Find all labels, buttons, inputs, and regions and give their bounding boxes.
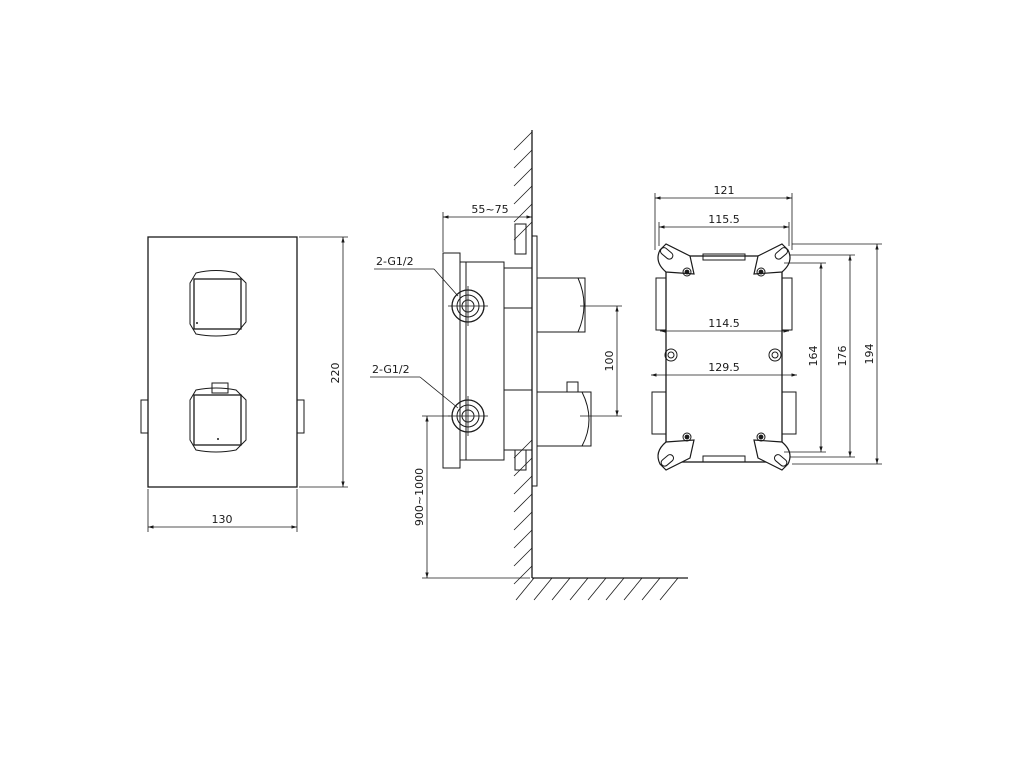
- box-height-164: 164: [784, 262, 826, 453]
- inlet-top: [448, 286, 488, 326]
- faceplate: [147, 236, 298, 488]
- inlet-bottom-label: 2-G1/2: [372, 363, 410, 376]
- box-width-114-5: 114.5: [660, 317, 789, 333]
- inlet-bottom: [448, 396, 488, 436]
- inlet-bottom-callout: 2-G1/2: [370, 363, 459, 409]
- box-height-164-label: 164: [807, 346, 820, 367]
- inlet-top-label: 2-G1/2: [376, 255, 414, 268]
- ear-top-right: [753, 243, 791, 275]
- valve-body: [442, 223, 592, 487]
- right-side-stub: [296, 399, 305, 434]
- ear-top-left: [657, 243, 695, 275]
- screw-holes: [682, 267, 766, 442]
- install-height-label: 900~1000: [413, 468, 426, 526]
- box-width-129-5: 129.5: [651, 361, 797, 377]
- spacing-dimension: 100: [580, 305, 622, 417]
- box-height-176: 176: [790, 254, 855, 458]
- left-side-stub: [140, 399, 149, 434]
- box-height-194-label: 194: [863, 344, 876, 365]
- valve-holes: [664, 348, 782, 362]
- box-width-121: 121: [654, 184, 793, 250]
- box-width-115-5-label: 115.5: [708, 213, 740, 226]
- wall-section: [513, 130, 688, 601]
- front-view: 130 220: [140, 236, 348, 532]
- depth-label: 55~75: [471, 203, 508, 216]
- box-width-115-5: 115.5: [658, 213, 790, 246]
- depth-dimension: 55~75: [442, 203, 532, 252]
- box-width-114-5-label: 114.5: [708, 317, 740, 330]
- front-width-label: 130: [212, 513, 233, 526]
- box-height-194: 194: [792, 243, 882, 465]
- box-width-129-5-label: 129.5: [708, 361, 740, 374]
- lower-handle: [189, 382, 247, 453]
- box-body: [665, 255, 783, 463]
- box-view: 121 115.5 114.5 129.5 164: [651, 184, 882, 471]
- spacing-label: 100: [603, 351, 616, 372]
- box-height-176-label: 176: [836, 346, 849, 367]
- front-height-dimension: 220: [299, 236, 348, 488]
- box-width-121-label: 121: [714, 184, 735, 197]
- front-width-dimension: 130: [147, 489, 298, 532]
- inlet-top-callout: 2-G1/2: [374, 255, 459, 297]
- front-height-label: 220: [329, 363, 342, 384]
- install-height-dimension: 900~1000: [413, 415, 530, 579]
- side-view: 2-G1/2 2-G1/2 55~75 100 900~1000: [370, 130, 688, 601]
- upper-handle: [189, 270, 247, 337]
